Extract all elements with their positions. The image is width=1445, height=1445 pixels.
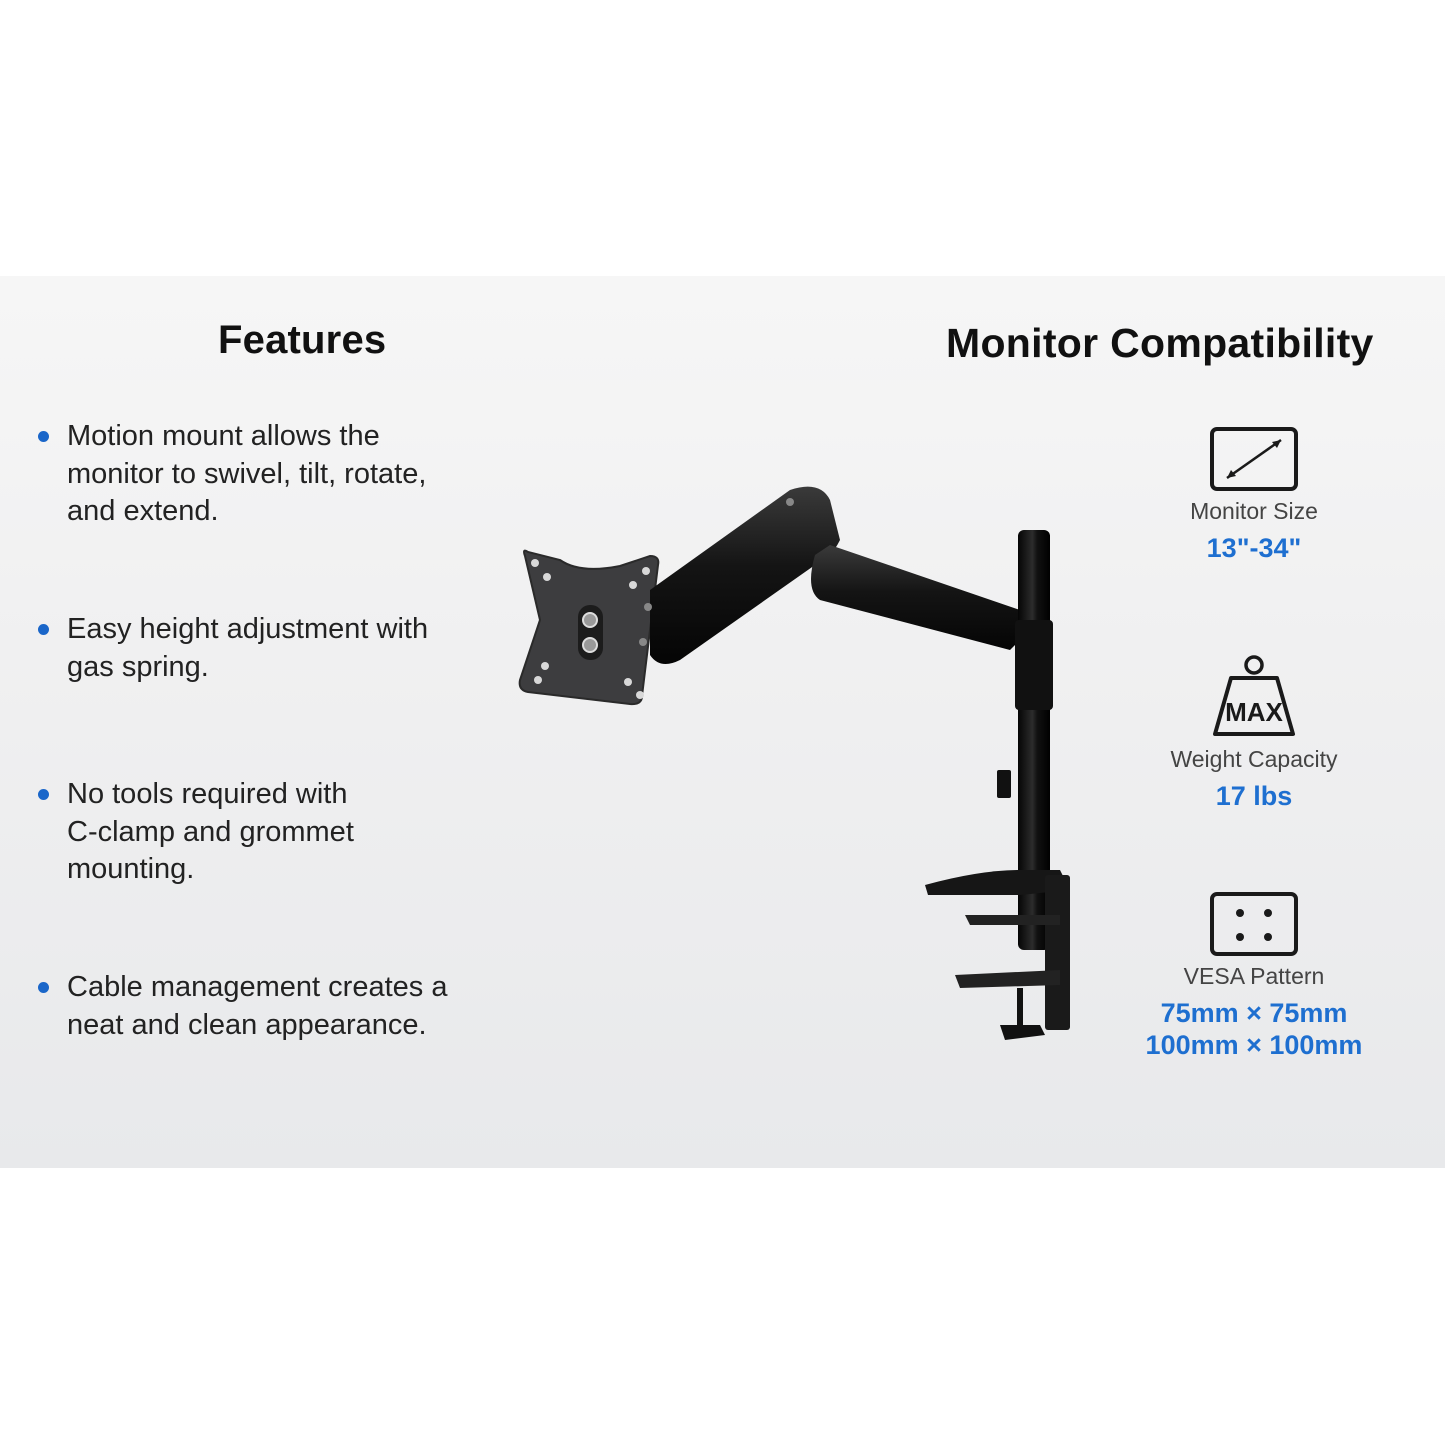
- feature-item: No tools required with C-clamp and gromm…: [38, 776, 508, 889]
- feature-item: Cable management creates a neat and clea…: [38, 969, 508, 1044]
- spec-value: 75mm × 75mm 100mm × 100mm: [1145, 998, 1363, 1060]
- feature-text: Cable management creates a neat and clea…: [67, 971, 448, 1041]
- bullet-icon: [38, 431, 49, 442]
- bullet-icon: [38, 624, 49, 635]
- features-heading: Features: [218, 318, 387, 362]
- bullet-icon: [38, 982, 49, 993]
- spec-monitor-size: Monitor Size 13"-34": [1130, 426, 1378, 564]
- spec-vesa-pattern: VESA Pattern 75mm × 75mm 100mm × 100mm: [1130, 891, 1378, 1061]
- compatibility-heading: Monitor Compatibility: [946, 320, 1374, 366]
- monitor-size-icon: [1210, 427, 1298, 491]
- spec-value: 13"-34": [1206, 533, 1302, 563]
- feature-text: No tools required with C-clamp and gromm…: [67, 778, 354, 885]
- feature-item: Easy height adjustment with gas spring.: [38, 611, 508, 686]
- feature-panel: [0, 276, 1445, 1168]
- spec-value: 17 lbs: [1215, 781, 1293, 811]
- feature-text: Motion mount allows the monitor to swive…: [67, 420, 427, 527]
- monitor-arm-illustration: [518, 486, 1070, 1040]
- spec-weight-capacity: MAX Weight Capacity 17 lbs: [1130, 654, 1378, 812]
- spec-label: Weight Capacity: [1170, 746, 1338, 772]
- weight-icon-text: MAX: [1225, 697, 1283, 727]
- weight-icon: MAX: [1213, 655, 1295, 736]
- feature-text: Easy height adjustment with gas spring.: [67, 613, 429, 683]
- feature-item: Motion mount allows the monitor to swive…: [38, 418, 508, 531]
- spec-label: Monitor Size: [1190, 498, 1318, 524]
- vesa-pattern-icon: [1210, 892, 1298, 956]
- bullet-icon: [38, 789, 49, 800]
- spec-label: VESA Pattern: [1183, 963, 1325, 989]
